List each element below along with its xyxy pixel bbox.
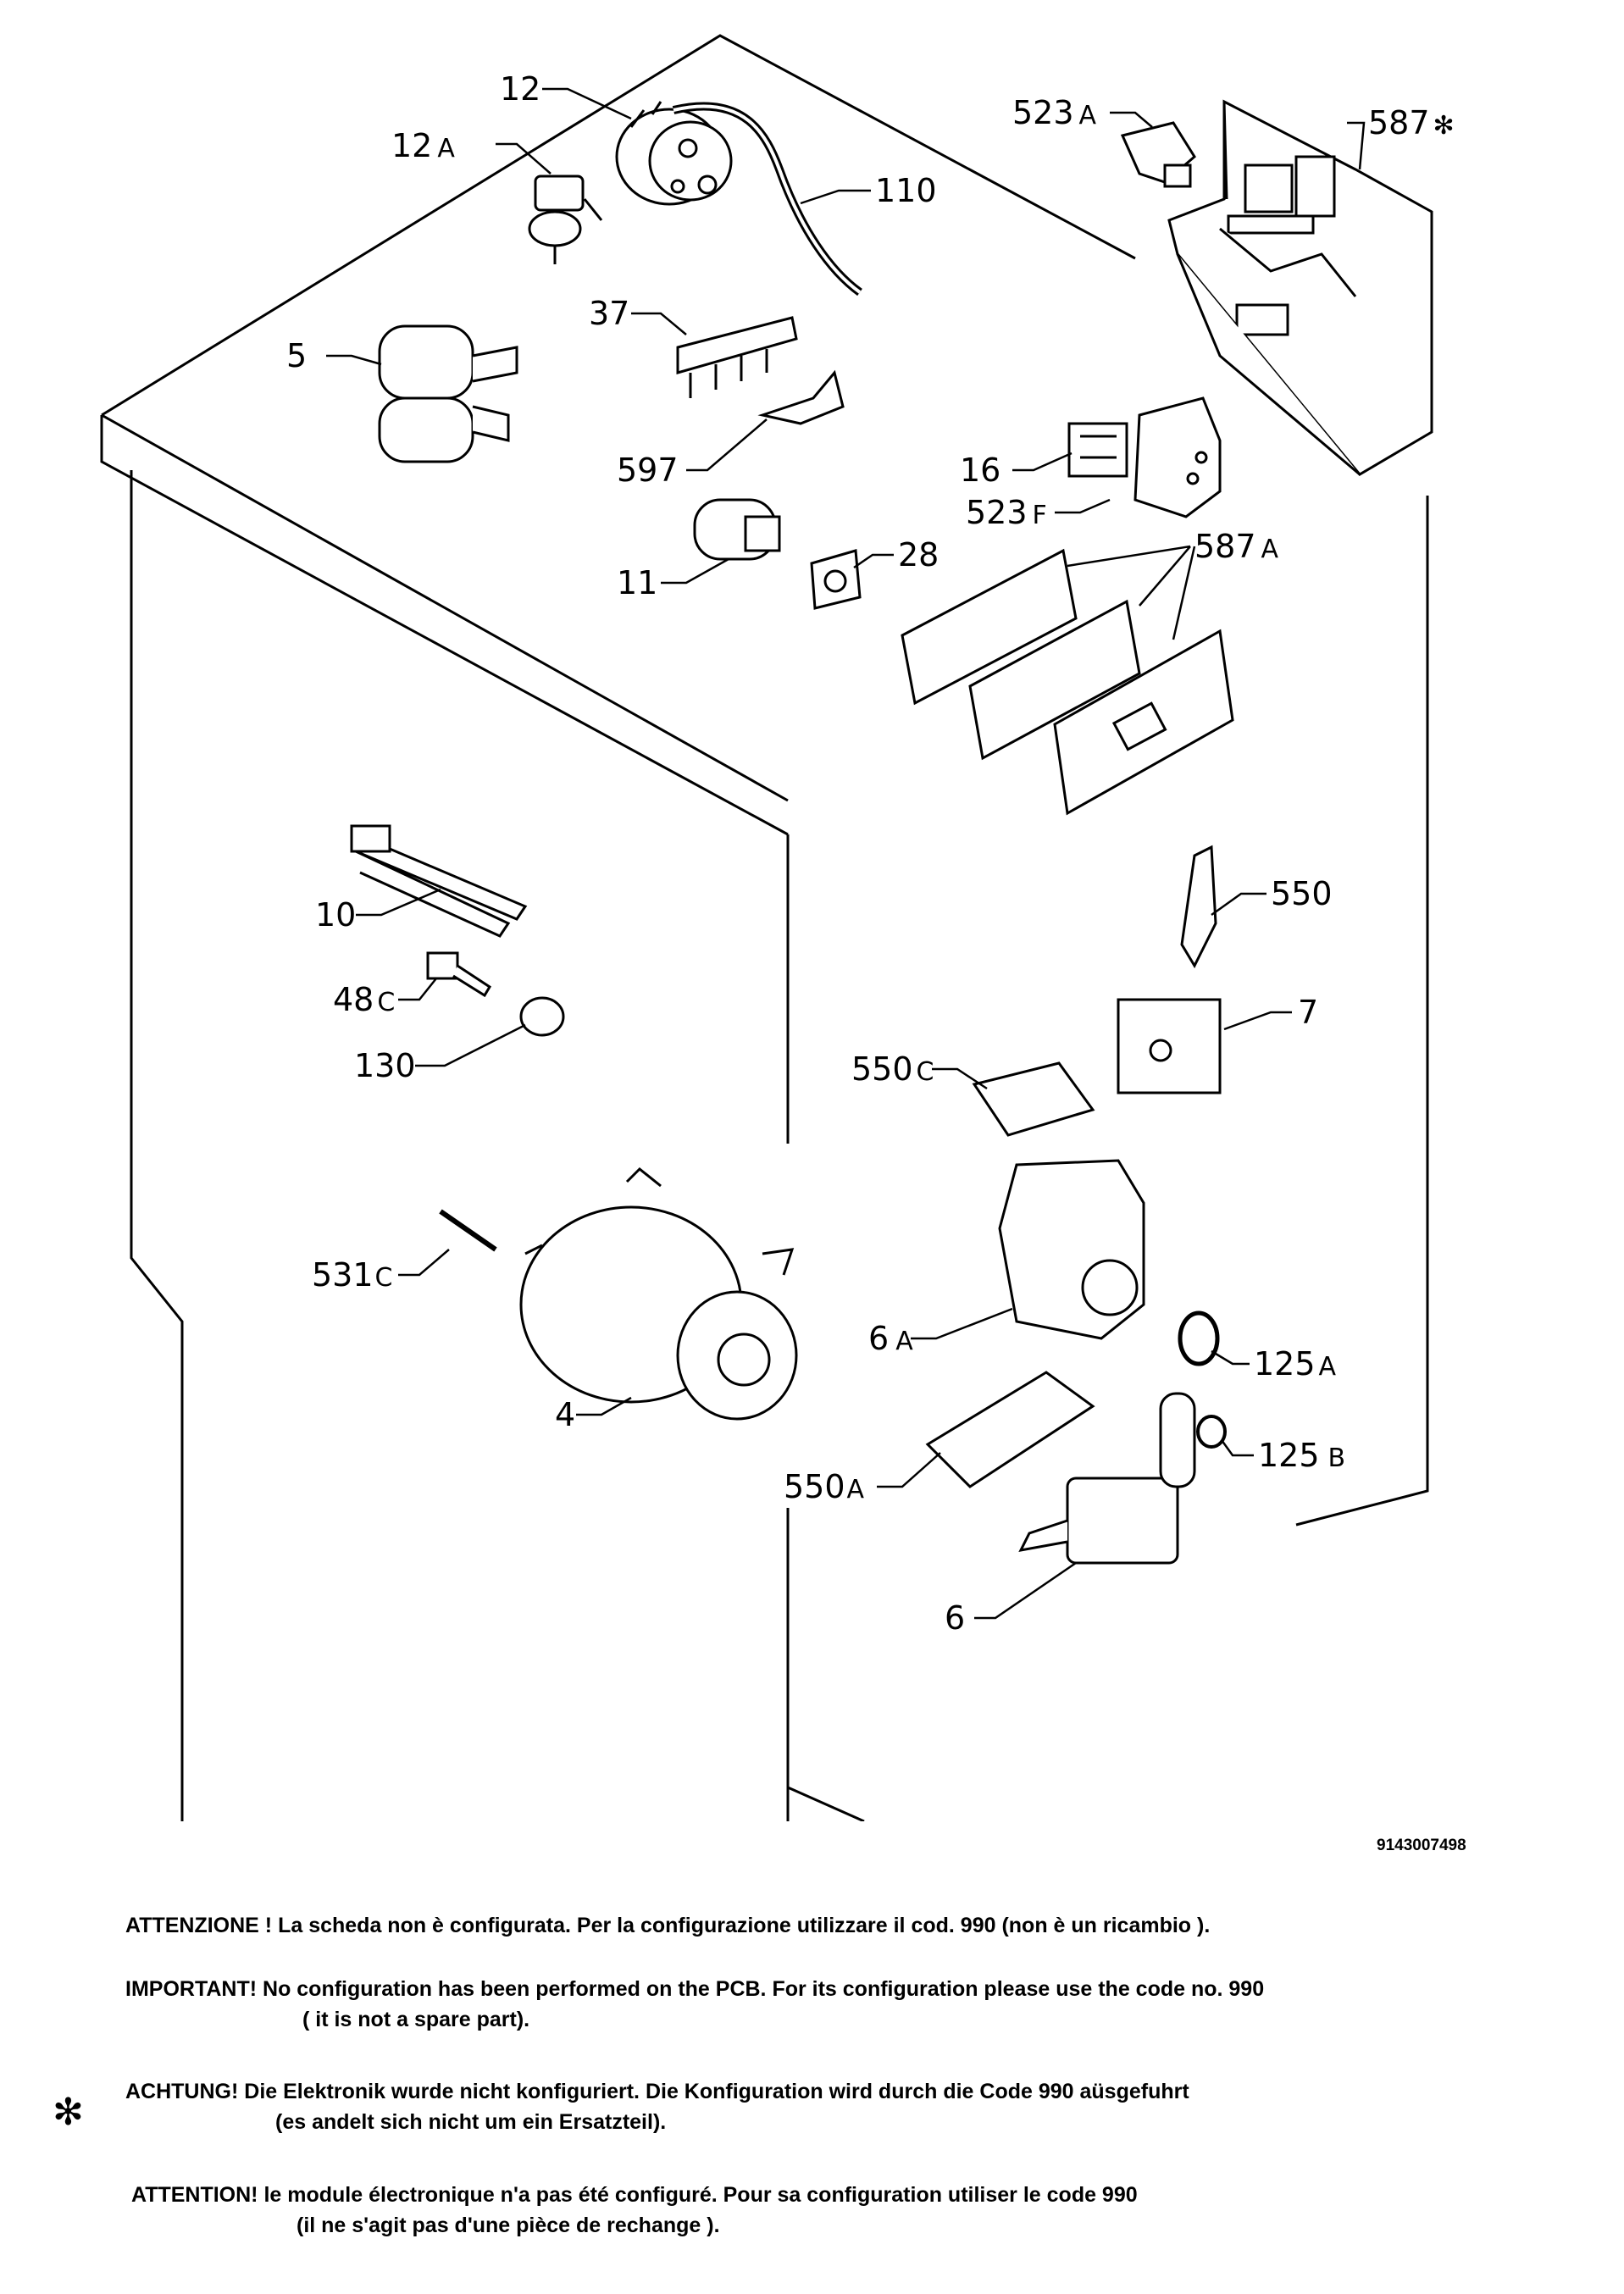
door-lock-part — [1117, 845, 1222, 1094]
asterisk-marker: ✻ — [53, 2092, 84, 2133]
gasket-part — [810, 549, 862, 610]
cover-part — [972, 1061, 1095, 1137]
label-4: 4 — [555, 1396, 575, 1433]
label-16: 16 — [960, 452, 1000, 489]
filter-part — [1067, 422, 1128, 478]
label-550: 550 — [1271, 875, 1333, 912]
nut-part — [519, 996, 565, 1037]
label-6: 6 — [945, 1599, 965, 1637]
motor-part — [439, 1166, 798, 1421]
note-french-line1: ATTENTION! le module électronique n'a pa… — [131, 2183, 1138, 2207]
label-28: 28 — [898, 536, 939, 574]
ring-part-125b — [1196, 1415, 1227, 1449]
clip-part — [757, 369, 845, 425]
sheet-part — [925, 1371, 1095, 1488]
sensor-part — [426, 951, 492, 998]
capacitor-part — [693, 498, 781, 561]
pump-housing-part — [998, 1159, 1145, 1340]
label-10: 10 — [315, 896, 356, 934]
drain-pump-part — [1018, 1392, 1196, 1565]
note-english-line1: IMPORTANT! No configuration has been per… — [125, 1977, 1265, 2001]
heating-element-part — [350, 824, 528, 938]
electronic-board-part — [1167, 99, 1433, 476]
cabinet-outline — [100, 34, 1429, 1821]
label-7: 7 — [1298, 994, 1318, 1031]
leader-lines — [326, 87, 1366, 1620]
note-italian: ATTENZIONE ! La scheda non è configurata… — [125, 1914, 1211, 1937]
label-37: 37 — [589, 295, 629, 332]
label-587-star: 587✻ — [1368, 104, 1455, 141]
drawing-code: 9143007498 — [1377, 1837, 1466, 1854]
label-110: 110 — [875, 172, 937, 209]
button-holder-part — [1120, 121, 1196, 188]
relay-block-part — [1133, 396, 1222, 518]
note-french-line2: (il ne s'agit pas d'une pièce de rechang… — [297, 2214, 720, 2237]
label-130: 130 — [354, 1047, 416, 1084]
valve-part — [378, 324, 518, 463]
label-5: 5 — [286, 337, 307, 374]
label-550a: 550A — [784, 1468, 865, 1505]
note-german-line1: ACHTUNG! Die Elektronik wurde nicht konf… — [125, 2080, 1189, 2103]
control-panel-boards — [901, 548, 1234, 816]
note-german-line2: (es andelt sich nicht um ein Ersatzteil)… — [275, 2110, 667, 2134]
label-12: 12 — [500, 70, 540, 108]
ring-part-125a — [1178, 1310, 1220, 1366]
label-597: 597 — [617, 452, 679, 489]
timer-part — [615, 101, 733, 206]
label-11: 11 — [617, 564, 657, 601]
label-531c: 531C — [312, 1256, 392, 1294]
connector-part — [676, 316, 798, 398]
pressure-switch-part — [528, 175, 603, 264]
note-english-line2: ( it is not a spare part). — [302, 2008, 530, 2031]
